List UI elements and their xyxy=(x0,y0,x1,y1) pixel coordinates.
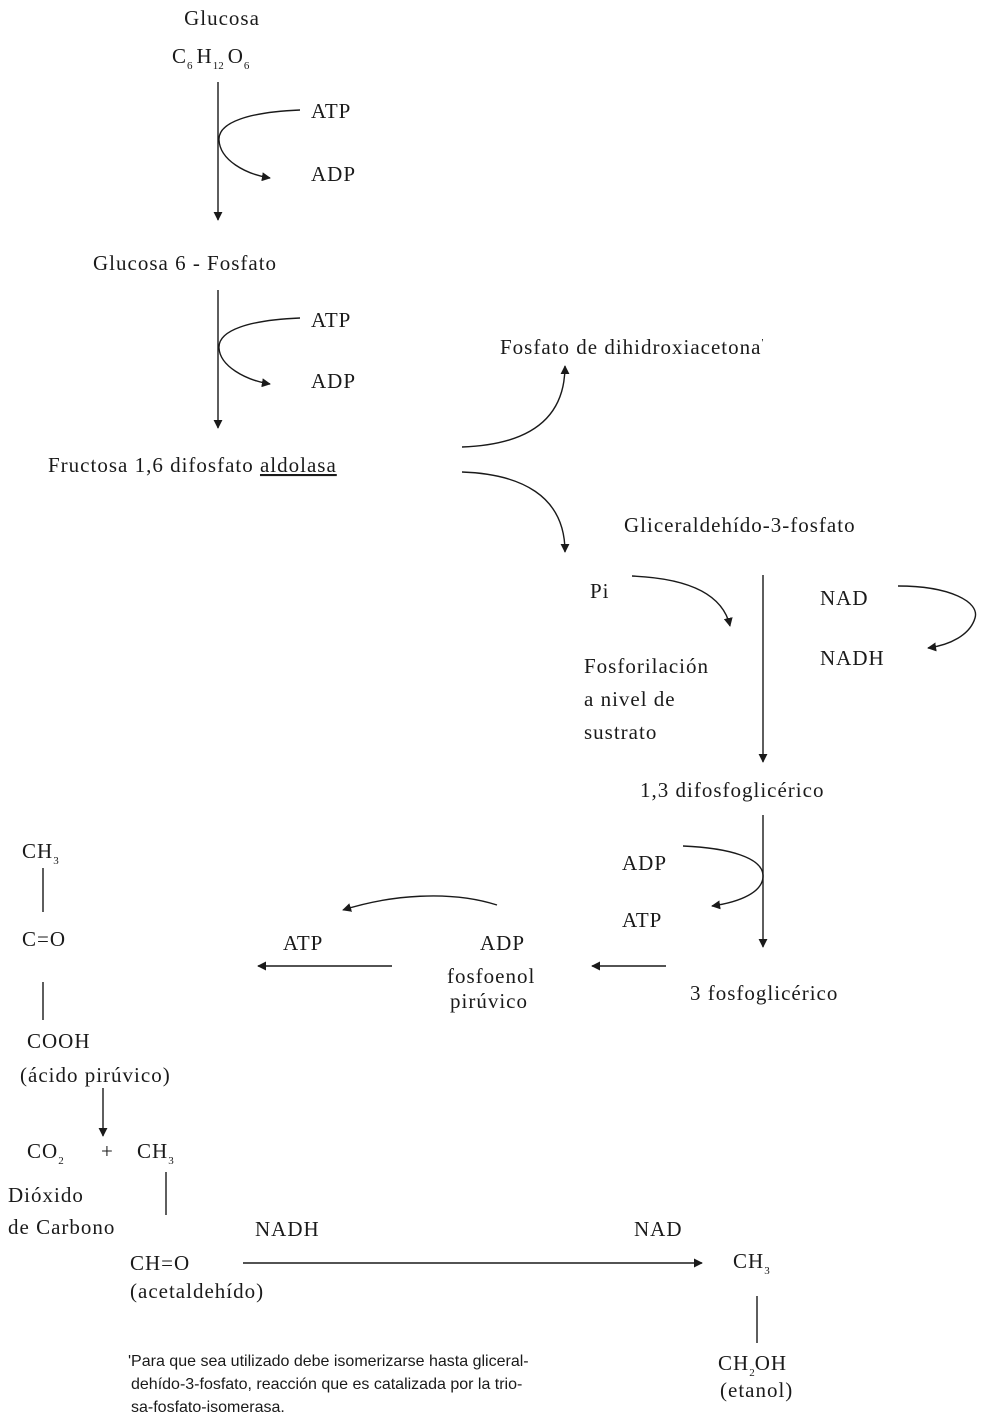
plus-sign: + xyxy=(101,1139,114,1163)
phosphoenolpyruvate-line2: pirúvico xyxy=(450,989,528,1013)
glyceraldehyde-3-phosphate: Gliceraldehído-3-fosfato xyxy=(624,513,856,537)
acetaldehyde-formula: CH=O xyxy=(130,1251,190,1275)
dihydroxyacetone-phosphate: Fosfato de dihidroxiacetona' xyxy=(500,335,763,359)
curved-arrow-adp-atp xyxy=(682,845,764,910)
curved-arrow-atp-adp-1 xyxy=(218,109,301,182)
bpg-adp: ADP xyxy=(622,851,667,875)
curved-arrow-nad-nadh xyxy=(897,585,977,652)
step1-adp: ADP xyxy=(311,162,356,186)
fructose-1-6-bisphosphate: Fructosa 1,6 difosfato aldolasa xyxy=(48,453,337,477)
pyruvic-acid-label: (ácido pirúvico) xyxy=(20,1063,171,1087)
ethanol-label: (etanol) xyxy=(720,1378,793,1402)
glucose-6-phosphate: Glucosa 6 - Fosfato xyxy=(93,251,277,275)
pyruvate-ch3: CH3 xyxy=(22,839,59,867)
reduction-nad: NAD xyxy=(634,1217,683,1241)
glucose-label: Glucosa xyxy=(184,6,260,30)
acetaldehyde-label: (acetaldehído) xyxy=(130,1279,264,1303)
phosphorylation-line3: sustrato xyxy=(584,720,657,744)
pi-label: Pi xyxy=(590,579,610,603)
curved-arrow-atp-adp-2 xyxy=(218,317,301,388)
arrow-fructose-to-dhap xyxy=(461,365,570,448)
step2-atp: ATP xyxy=(311,308,351,332)
phosphoenolpyruvate-line1: fosfoenol xyxy=(447,964,535,988)
pyruvate-carboxyl: COOH xyxy=(27,1029,91,1053)
aldolase-enzyme: aldolasa xyxy=(260,453,337,477)
bpg-atp: ATP xyxy=(622,908,662,932)
carbon-dioxide-line1: Dióxido xyxy=(8,1183,84,1207)
arrow-fructose-to-g3p xyxy=(461,471,570,553)
atp-left: ATP xyxy=(283,931,323,955)
nad-top: NAD xyxy=(820,586,869,610)
3-phosphoglycerate: 3 fosfoglicérico xyxy=(690,981,838,1005)
phosphorylation-line1: Fosforilación xyxy=(584,654,709,678)
1-3-bisphosphoglycerate: 1,3 difosfoglicérico xyxy=(640,778,824,802)
step2-adp: ADP xyxy=(311,369,356,393)
acetaldehyde-ch3: CH3 xyxy=(137,1139,174,1167)
carbon-dioxide-line2: de Carbono xyxy=(8,1215,115,1239)
nadh-top: NADH xyxy=(820,646,885,670)
footnote-line3: sa-fosfato-isomerasa. xyxy=(131,1399,285,1416)
ethanol-ch3: CH3 xyxy=(733,1249,770,1277)
phosphorylation-line2: a nivel de xyxy=(584,687,676,711)
step1-atp: ATP xyxy=(311,99,351,123)
footnote-line2: dehído-3-fosfato, reacción que es catali… xyxy=(131,1376,522,1393)
curved-arrow-pep-adp xyxy=(342,895,498,912)
footnote-line1: 'Para que sea utilizado debe isomerizars… xyxy=(128,1353,529,1370)
co2-formula: CO2 xyxy=(27,1139,64,1167)
curved-arrow-pi xyxy=(631,575,733,627)
reduction-nadh: NADH xyxy=(255,1217,320,1241)
pep-adp: ADP xyxy=(480,931,525,955)
ethanol-formula: CH2OH xyxy=(718,1351,787,1379)
pyruvate-carbonyl: C=O xyxy=(22,927,66,951)
